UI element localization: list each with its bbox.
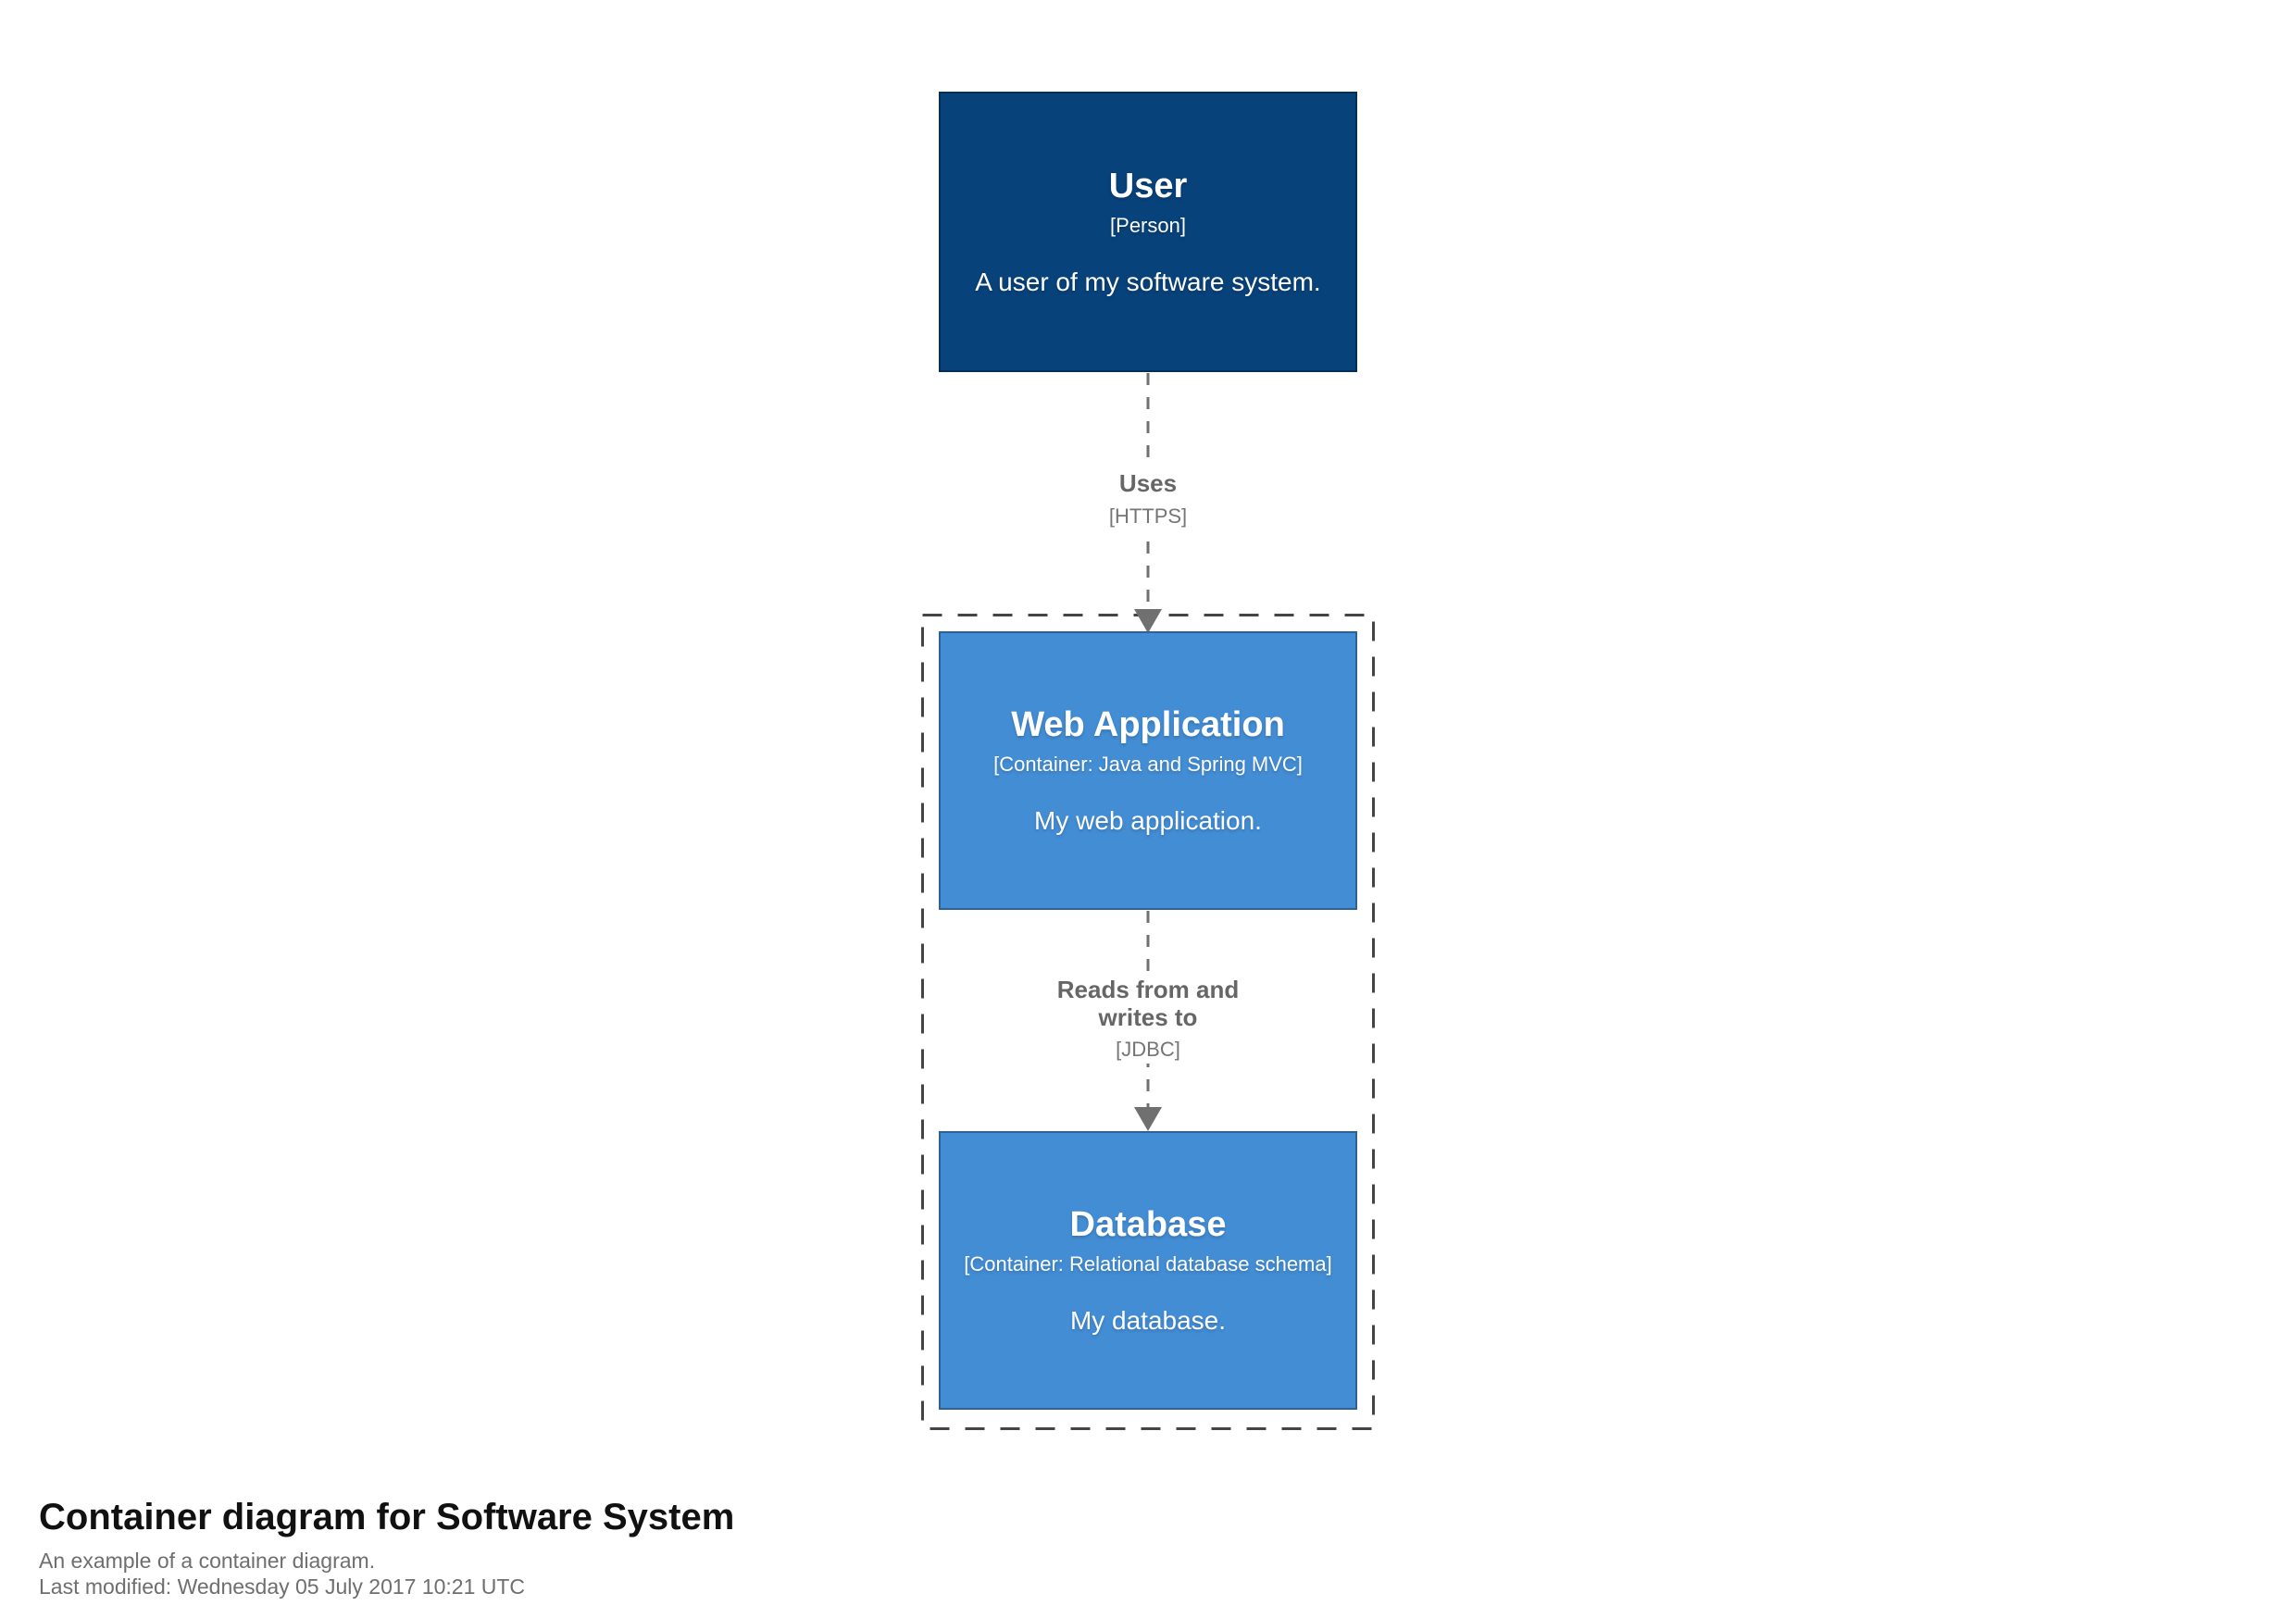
diagram-last-modified: Last modified: Wednesday 05 July 2017 10… (39, 1574, 526, 1599)
relationship-reads-writes-technology: [JDBC] (1116, 1038, 1180, 1062)
node-database[interactable]: Database [Container: Relational database… (939, 1131, 1357, 1410)
relationship-reads-writes-label: Reads from and writes to (1056, 976, 1240, 1031)
diagram-subtitle: An example of a container diagram. (39, 1549, 376, 1573)
node-web-application-description: My web application. (1034, 806, 1262, 836)
relationship-uses (1134, 373, 1162, 633)
node-web-application-name: Web Application (1011, 704, 1285, 744)
relationship-label-uses[interactable]: Uses [HTTPS] (1097, 468, 1199, 530)
arrowhead-down-icon (1134, 1107, 1162, 1131)
node-user-meta: [Person] (1110, 214, 1186, 238)
node-user[interactable]: User [Person] A user of my software syst… (939, 92, 1357, 372)
node-user-name: User (1108, 166, 1188, 205)
node-database-meta: [Container: Relational database schema] (964, 1252, 1332, 1276)
node-database-description: My database. (1069, 1306, 1227, 1336)
relationship-uses-label: Uses (1118, 469, 1178, 497)
diagram-title: Container diagram for Software System (39, 1497, 735, 1537)
node-user-description: A user of my software system. (975, 268, 1321, 297)
arrowhead-down-icon (1134, 609, 1162, 633)
node-database-name: Database (1069, 1204, 1227, 1244)
node-web-application-meta: [Container: Java and Spring MVC] (993, 753, 1303, 777)
node-web-application[interactable]: Web Application [Container: Java and Spr… (939, 631, 1357, 910)
diagram-caption: Container diagram for Software System An… (39, 1498, 734, 1599)
relationship-label-reads-writes[interactable]: Reads from and writes to [JDBC] (1020, 975, 1276, 1064)
relationship-uses-technology: [HTTPS] (1108, 504, 1188, 528)
